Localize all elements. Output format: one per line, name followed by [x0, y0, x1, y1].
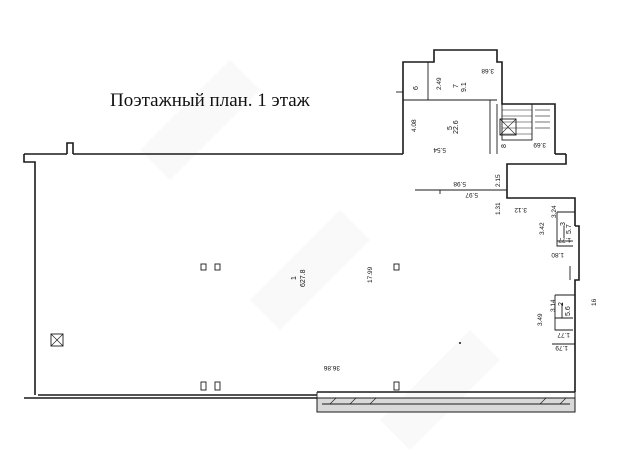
- dim-3-12: 3.12: [514, 206, 527, 213]
- dim-5-54: 5.54: [433, 146, 446, 153]
- room-3-number: 3: [560, 222, 567, 226]
- watermark: [140, 60, 500, 450]
- plan-title: Поэтажный план. 1 этаж: [110, 90, 311, 111]
- dim-3-49: 3.49: [537, 313, 544, 326]
- dim-3-14: 3.14: [550, 299, 557, 312]
- main-hall-walls: [23, 142, 580, 399]
- dim-36-86: 36.86: [323, 364, 340, 371]
- dim-2-49: 2.49: [436, 77, 443, 90]
- room-5-area: 22.6: [453, 120, 460, 134]
- dim-1-79: 1.79: [555, 344, 568, 351]
- dim-1-77a: 1.77: [558, 236, 571, 243]
- dim-1-31: 1.31: [495, 202, 502, 215]
- dim-5-98: 5.98: [453, 180, 466, 187]
- room-5-number: 5: [447, 126, 454, 130]
- dim-4-08: 4.08: [411, 119, 418, 132]
- columns: [50, 263, 461, 391]
- dim-2-15: 2.15: [495, 174, 502, 187]
- dim-3-42: 3.42: [539, 222, 546, 235]
- dim-1-77b: 1.77: [557, 331, 570, 338]
- room-1-area: 627.8: [300, 269, 307, 287]
- room-3-area: 5.7: [566, 224, 573, 234]
- core-block: [396, 49, 556, 154]
- room-7-area: 9.1: [461, 82, 468, 92]
- dim-3-68: 3.68: [481, 67, 494, 74]
- room-labels: 5 22.6 6 7 9.1 8 1 627.8 3 5.7 2 5.6: [291, 82, 573, 316]
- room-1-number: 1: [291, 276, 298, 280]
- room-2-number: 2: [558, 302, 565, 306]
- small-rooms: [552, 211, 575, 345]
- dim-3-24: 3.24: [551, 205, 558, 218]
- dimension-labels: 3.68 2.49 4.08 5.54 3.69 2.15 5.98 5.97 …: [323, 67, 598, 371]
- room-8-number: 8: [501, 144, 508, 148]
- dim-17-99: 17.99: [367, 266, 374, 283]
- dim-3-69: 3.69: [533, 141, 546, 148]
- room-6-number: 6: [413, 86, 420, 90]
- room-2-area: 5.6: [565, 306, 572, 316]
- terrace: [316, 392, 576, 413]
- dim-5-97: 5.97: [465, 191, 478, 198]
- room-7-number: 7: [453, 84, 460, 88]
- dim-1-80: 1.80: [551, 251, 564, 258]
- dim-16: 16: [591, 298, 598, 306]
